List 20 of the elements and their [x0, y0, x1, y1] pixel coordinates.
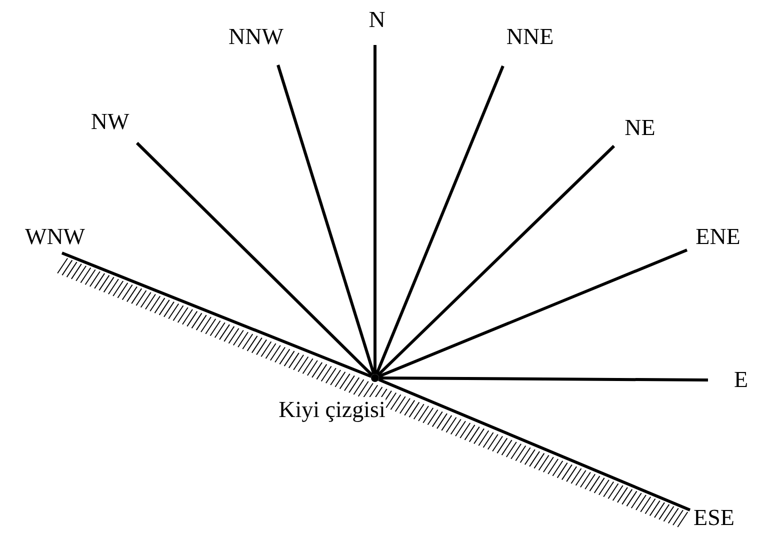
center-point: [371, 374, 379, 382]
direction-label: WNW: [24, 224, 86, 250]
line: [276, 64, 376, 375]
direction-label: E: [734, 367, 748, 393]
line: [378, 248, 688, 378]
direction-label: NW: [90, 109, 130, 135]
line: [378, 378, 691, 512]
direction-label: NNW: [228, 24, 284, 50]
line: [379, 376, 708, 382]
coastline-label: Kiyi çizgisi: [278, 397, 386, 423]
direction-label: ENE: [696, 224, 740, 250]
direction-label: N: [368, 7, 386, 33]
line: [375, 65, 504, 375]
direction-label: NNE: [506, 24, 554, 50]
direction-label: ESE: [694, 505, 734, 531]
line: [376, 144, 616, 376]
direction-label: NE: [624, 115, 656, 141]
line: [374, 45, 376, 374]
line: [136, 142, 374, 376]
line: [61, 252, 372, 378]
